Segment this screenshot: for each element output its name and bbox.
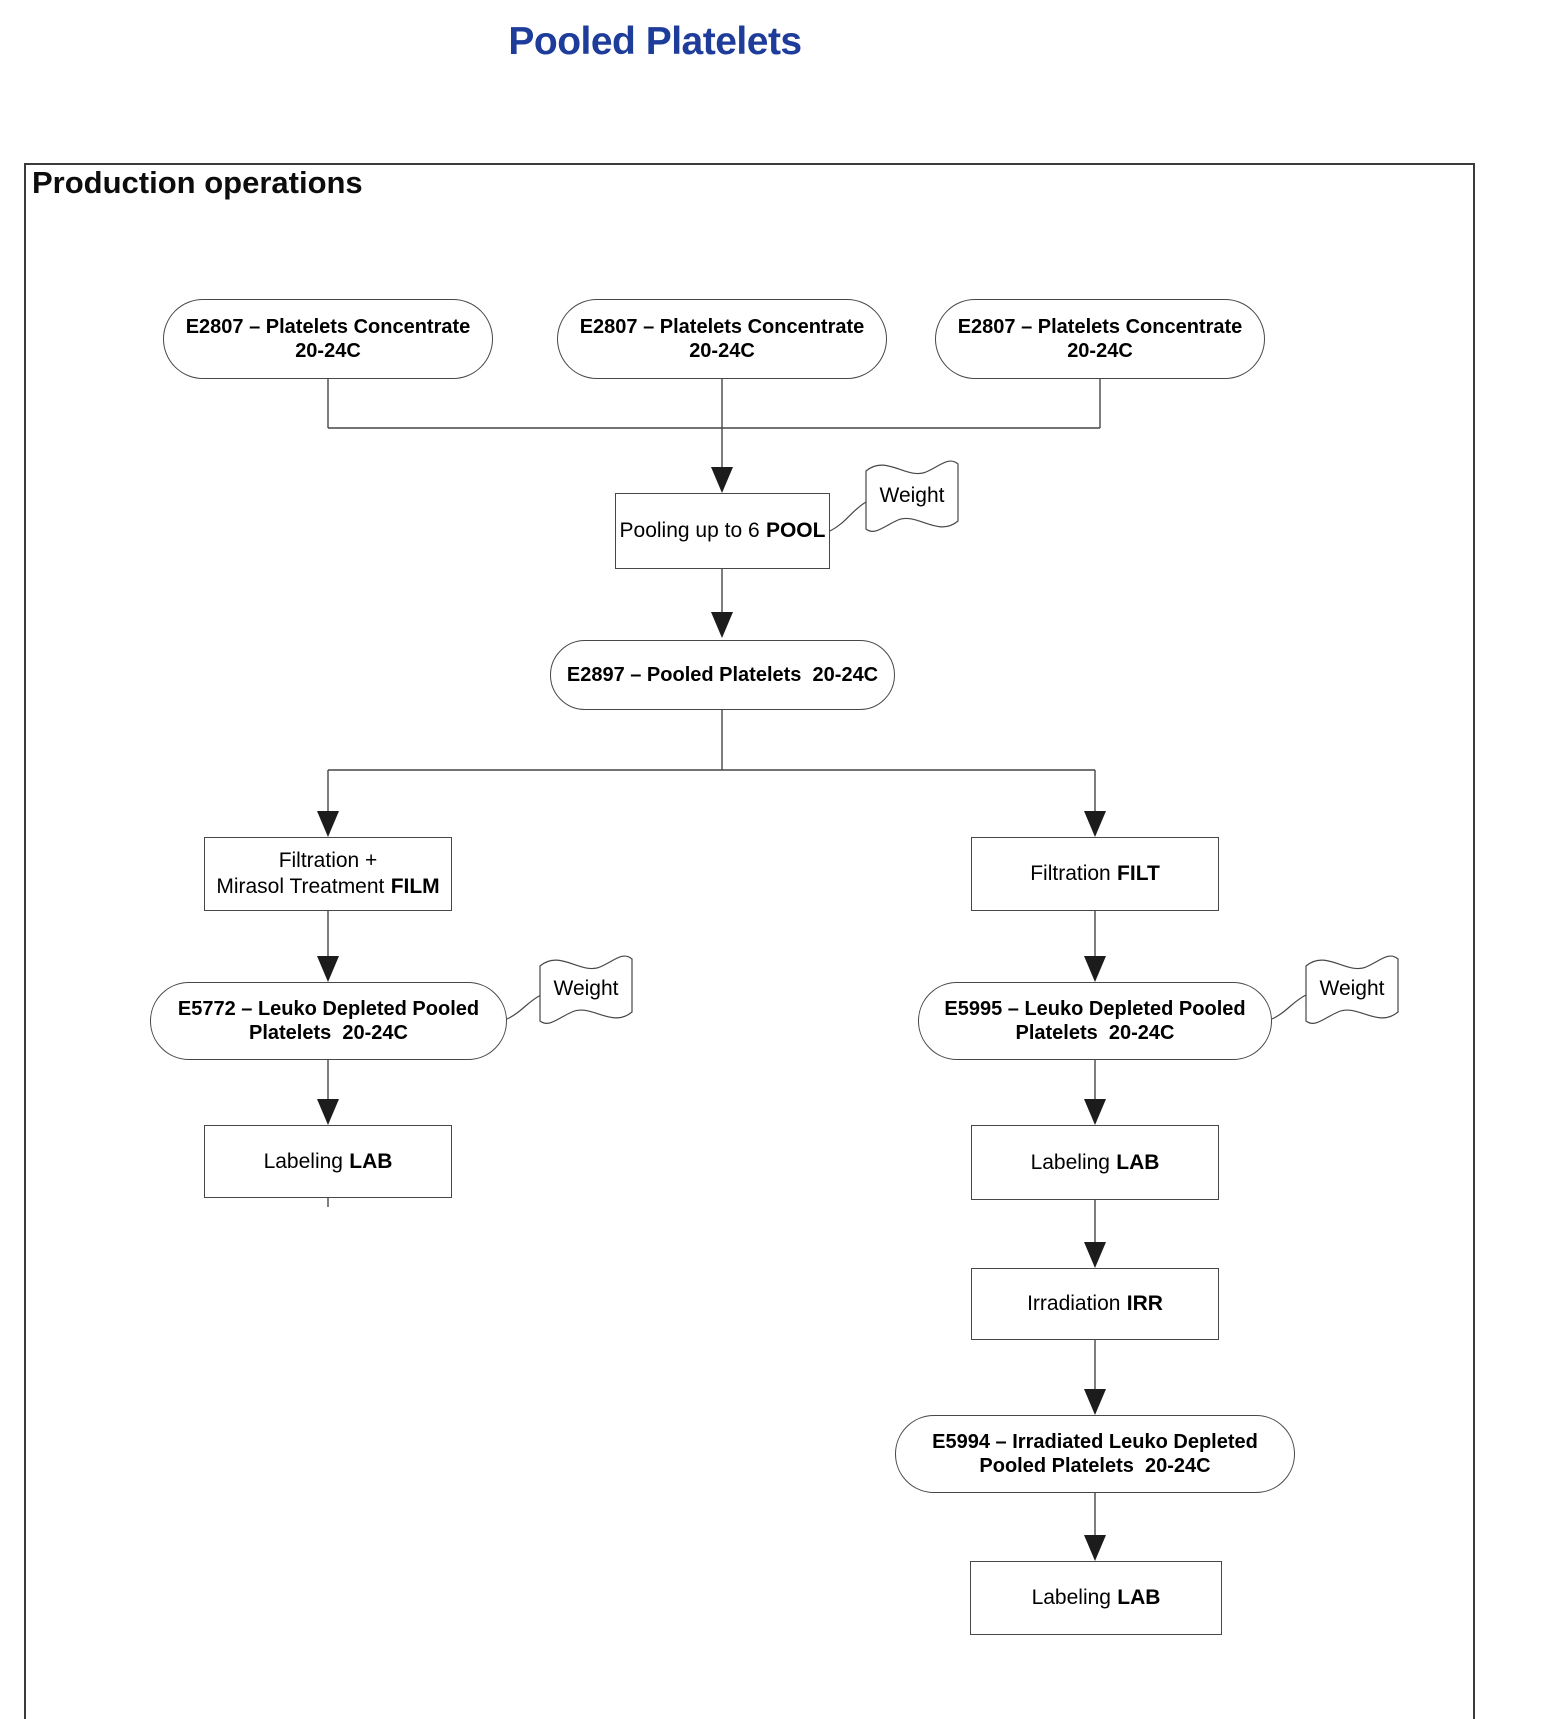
step-label: Filtration: [1030, 862, 1111, 886]
arrowhead: [1084, 1242, 1106, 1268]
step-code: FILM: [390, 875, 440, 898]
input-product-node-1: E2807 – Platelets Concentrate 20-24C: [163, 299, 493, 379]
e5772-product-node: E5772 – Leuko Depleted Pooled Platelets …: [150, 982, 507, 1060]
arrowheads: [317, 467, 1106, 1561]
page-title: Pooled Platelets: [508, 20, 802, 63]
pooled-product-node: E2897 – Pooled Platelets 20-24C: [550, 640, 895, 710]
node-label-line: E2807 – Platelets Concentrate: [579, 315, 865, 338]
arrowhead: [1084, 1389, 1106, 1415]
arrowhead: [711, 467, 733, 493]
production-operations-frame: [24, 163, 1475, 1719]
node-label-line: E5772 – Leuko Depleted Pooled: [177, 997, 480, 1020]
step-label: Pooling up to 6: [619, 519, 760, 543]
node-label-line: E5995 – Leuko Depleted Pooled: [944, 997, 1246, 1020]
connector-lines: [327, 379, 1101, 1535]
weight-flag-label: Weight: [553, 977, 619, 1000]
node-label-line: Platelets 20-24C: [249, 1022, 408, 1044]
arrowhead: [317, 811, 339, 837]
node-label-line: Pooled Platelets 20-24C: [979, 1455, 1211, 1477]
node-label-line: E2807 – Platelets Concentrate: [185, 315, 471, 338]
step-label: Mirasol Treatment: [216, 875, 385, 898]
node-label-line: 20-24C: [689, 340, 755, 362]
node-label-line: 20-24C: [1067, 340, 1133, 362]
step-label: Labeling: [263, 1149, 343, 1173]
flag-connector: [1271, 994, 1307, 1020]
step-label: Irradiation: [1027, 1292, 1121, 1316]
weight-flag-shape: [539, 955, 633, 1024]
arrowhead: [317, 956, 339, 982]
step-code: LAB: [349, 1149, 393, 1173]
step-code: LAB: [1117, 1586, 1161, 1610]
node-label-line: E2897 – Pooled Platelets 20-24C: [566, 663, 879, 686]
arrowhead: [317, 1099, 339, 1125]
node-label-line: Filtration +: [278, 849, 378, 873]
arrowhead: [1084, 1535, 1106, 1561]
step-label: Labeling: [1030, 1150, 1110, 1174]
arrowhead: [711, 612, 733, 638]
node-label-line: Platelets 20-24C: [1015, 1022, 1175, 1044]
step-code: POOL: [765, 519, 826, 543]
step-code: FILT: [1117, 862, 1160, 886]
weight-flag-shape: [865, 460, 959, 532]
weight-flag-label: Weight: [879, 484, 945, 507]
arrowhead: [1084, 956, 1106, 982]
arrowhead: [1084, 811, 1106, 837]
weight-flag-label: Weight: [1319, 977, 1385, 1000]
node-label-line: E5994 – Irradiated Leuko Depleted: [932, 1430, 1258, 1453]
step-code: IRR: [1126, 1292, 1163, 1316]
input-product-node-2: E2807 – Platelets Concentrate 20-24C: [557, 299, 887, 379]
flag-connector: [829, 501, 867, 532]
input-product-node-3: E2807 – Platelets Concentrate 20-24C: [935, 299, 1265, 379]
weight-flag-shape: [1305, 955, 1399, 1024]
section-title: Production operations: [32, 165, 363, 200]
arrowhead: [1084, 1099, 1106, 1125]
step-code: LAB: [1116, 1150, 1160, 1174]
e5994-product-node: E5994 – Irradiated Leuko Depleted Pooled…: [895, 1415, 1295, 1493]
node-label-line: 20-24C: [295, 340, 361, 362]
e5995-product-node: E5995 – Leuko Depleted Pooled Platelets …: [918, 982, 1272, 1060]
flag-connector: [506, 994, 542, 1020]
node-label-line: E2807 – Platelets Concentrate: [957, 315, 1243, 338]
step-label: Labeling: [1031, 1586, 1111, 1610]
